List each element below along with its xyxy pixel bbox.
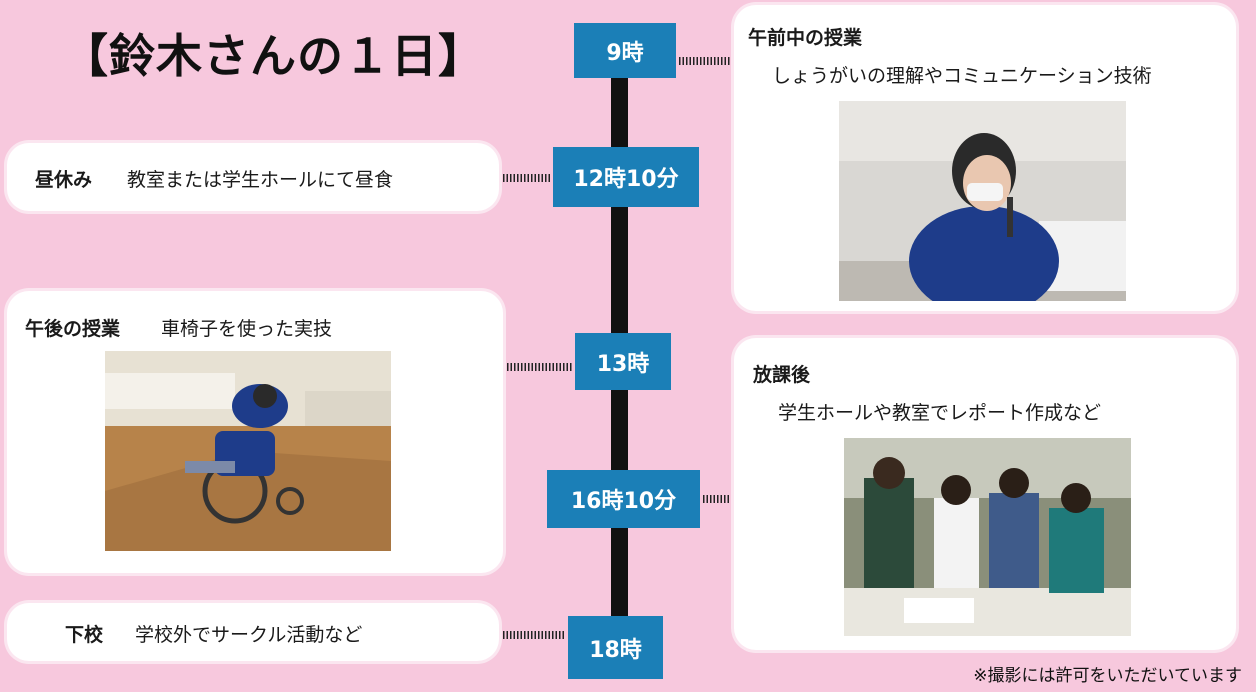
connector-dots: [507, 363, 573, 371]
card-after-school: 放課後 学生ホールや教室でレポート作成など: [734, 338, 1236, 650]
card-heading: 下校: [65, 624, 104, 646]
connector-dots: [703, 495, 731, 503]
photo-permission-note: ※撮影には許可をいただいています: [973, 666, 1242, 686]
card-heading: 昼休み: [35, 169, 93, 191]
card-text: しょうがいの理解やコミュニケーション技術: [772, 65, 1152, 87]
card-text: 車椅子を使った実技: [161, 318, 333, 340]
group-photo: [844, 438, 1131, 636]
card-leave-school: 下校 学校外でサークル活動など: [7, 603, 499, 661]
card-text: 教室または学生ホールにて昼食: [127, 169, 394, 191]
time-label-9: 9時: [574, 23, 676, 78]
card-afternoon-class: 午後の授業 車椅子を使った実技: [7, 291, 503, 573]
card-text: 学生ホールや教室でレポート作成など: [778, 402, 1102, 424]
card-lunch: 昼休み 教室または学生ホールにて昼食: [7, 143, 499, 211]
card-heading: 放課後: [753, 364, 811, 386]
time-label-12-10: 12時10分: [553, 147, 699, 207]
time-label-18: 18時: [568, 616, 663, 679]
time-label-16-10: 16時10分: [547, 470, 700, 528]
card-heading: 午後の授業: [25, 318, 121, 340]
time-label-13: 13時: [575, 333, 671, 390]
connector-dots: [503, 174, 551, 182]
wheelchair-photo: [105, 351, 391, 551]
card-text: 学校外でサークル活動など: [135, 624, 363, 646]
page-title: 【鈴木さんの１日】: [62, 29, 485, 83]
connector-dots: [503, 631, 566, 639]
card-heading: 午前中の授業: [748, 27, 863, 49]
connector-dots: [679, 57, 731, 65]
lecture-photo: [839, 101, 1126, 301]
card-morning-class: 午前中の授業 しょうがいの理解やコミュニケーション技術: [734, 5, 1236, 311]
